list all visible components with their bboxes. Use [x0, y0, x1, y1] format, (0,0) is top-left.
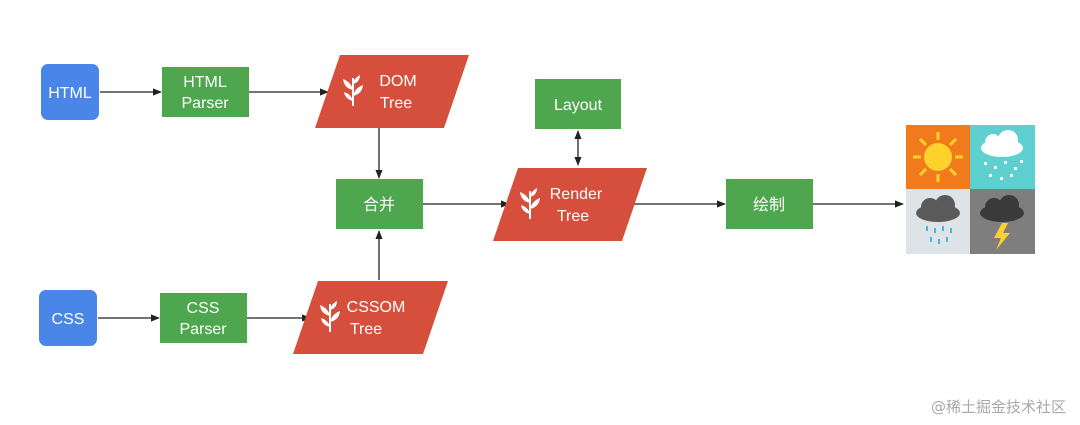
html-parser-node: HTML Parser: [162, 67, 249, 117]
render-tree-node: Render Tree: [493, 168, 647, 241]
dom-tree-line1: DOM: [379, 73, 416, 90]
layout-label: Layout: [554, 97, 603, 114]
cssom-tree-line2: Tree: [350, 321, 382, 338]
merge-label: 合并: [363, 196, 395, 214]
watermark: @稀土掘金技术社区: [930, 398, 1066, 416]
sun-icon: [906, 125, 970, 189]
css-parser-node: CSS Parser: [160, 293, 247, 343]
html-parser-line1: HTML: [183, 74, 227, 91]
paint-label: 绘制: [753, 196, 785, 214]
snow-icon: [970, 125, 1035, 189]
cssom-tree-line1: CSSOM: [347, 299, 406, 316]
layout-node: Layout: [535, 79, 621, 129]
render-tree-line2: Tree: [557, 208, 589, 225]
connectors: [98, 88, 904, 322]
render-tree-line1: Render: [550, 186, 603, 203]
css-parser-line1: CSS: [187, 300, 220, 317]
html-parser-line2: Parser: [181, 95, 229, 112]
rain-icon: [906, 189, 970, 254]
css-node: CSS: [39, 290, 97, 346]
css-parser-line2: Parser: [179, 321, 227, 338]
html-node: HTML: [41, 64, 99, 120]
dom-tree-node: DOM Tree: [315, 55, 469, 128]
html-label: HTML: [48, 85, 92, 102]
css-label: CSS: [52, 311, 85, 328]
cssom-tree-node: CSSOM Tree: [293, 281, 448, 354]
merge-node: 合并: [336, 179, 423, 229]
dom-tree-line2: Tree: [380, 95, 412, 112]
storm-icon: [970, 189, 1035, 254]
weather-icons-grid: [906, 125, 1035, 254]
paint-node: 绘制: [726, 179, 813, 229]
